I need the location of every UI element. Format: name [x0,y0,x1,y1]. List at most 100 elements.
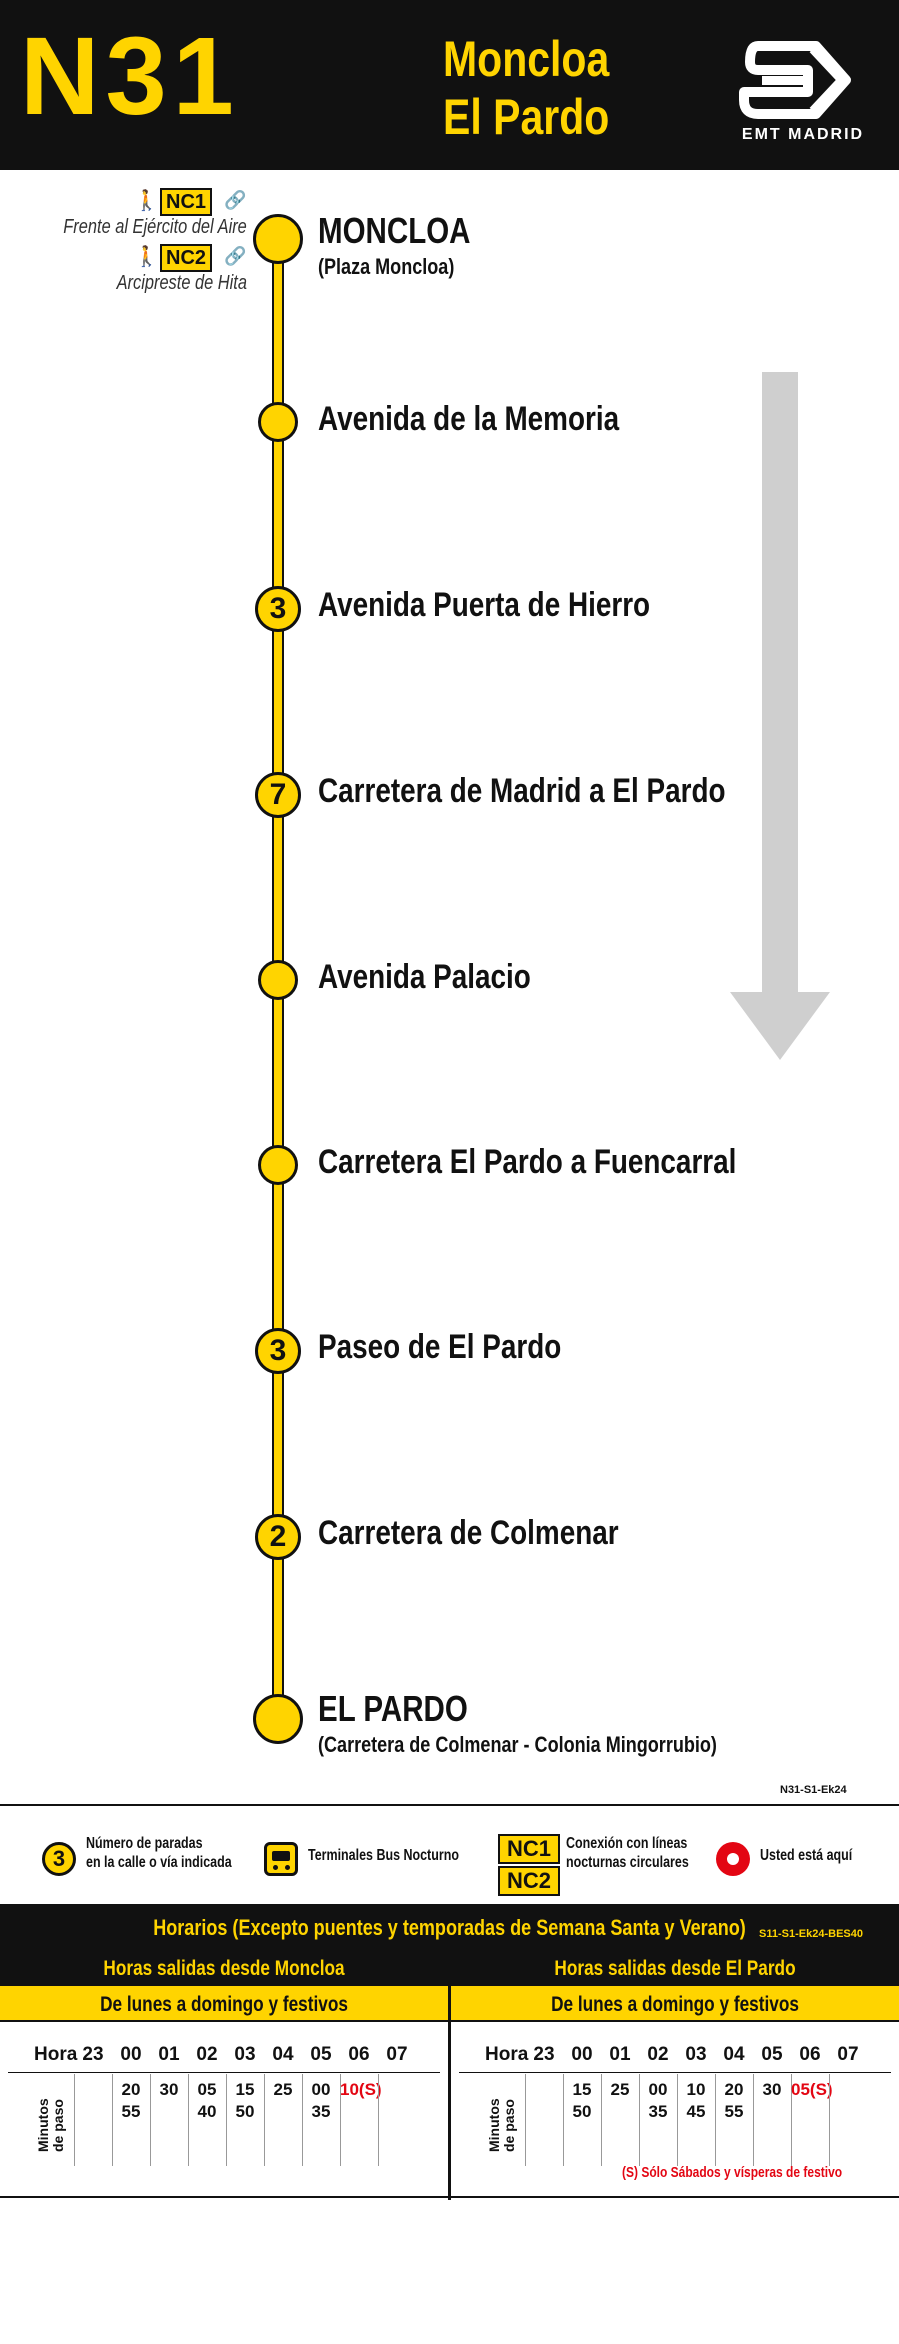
stop-count-legend-icon: 3 [42,1842,76,1876]
hour-label: Hora [485,2044,529,2065]
hour-cell: 05 [761,2044,783,2065]
emt-logo: EMT MADRID [738,36,868,146]
stop-item: Avenida Palacio [0,958,899,1020]
hour-cell: 02 [196,2044,218,2065]
left-days-text: De lunes a domingo y festivos [100,1993,348,2016]
timetable-bottom-border [0,2196,899,2198]
hour-cell: 01 [158,2044,180,2065]
route-endpoints: Moncloa El Pardo [443,30,609,146]
column-rule [188,2074,189,2166]
stop-name: Carretera de Colmenar [318,1514,619,1552]
timetable-divider [448,1950,451,2200]
left-days: De lunes a domingo y festivos [0,1986,448,2022]
right-days-text: De lunes a domingo y festivos [551,1993,799,2016]
left-heading: Horas salidas desde Moncloa [0,1950,448,1986]
route-header: N31 Moncloa El Pardo EMT MADRID [0,0,899,170]
hour-label: Hora [34,2044,78,2065]
bus-terminal-icon [264,1842,298,1876]
stop-name: Carretera El Pardo a Fuencarral [318,1143,737,1181]
hour-cell: 07 [386,2044,408,2065]
minute-cell: 20 [724,2080,744,2099]
minute-cell: 30 [762,2080,782,2099]
minute-cell: 55 [121,2102,141,2121]
stop-subtitle: (Carretera de Colmenar - Colonia Mingorr… [318,1732,717,1757]
right-days: De lunes a domingo y festivos [451,1986,899,2022]
saturday-note: (S) Sólo Sábados y vísperas de festivo [622,2164,843,2181]
stop-item: EL PARDO (Carretera de Colmenar - Coloni… [0,1688,899,1757]
legend-text: nocturnas circulares [566,1854,689,1871]
stop-name: MONCLOA [318,210,471,251]
hour-cell: 06 [348,2044,370,2065]
legend-stops-text: Número de paradas en la calle o vía indi… [86,1834,232,1872]
connection-badge-nc2: NC2 [160,244,213,272]
link-icon: 🔗 [224,246,247,266]
walking-icon: 🚶 [134,246,159,268]
minute-cell: 10(S) [340,2080,382,2099]
hour-cell: 03 [685,2044,707,2065]
minute-cell: 35 [311,2102,331,2121]
minute-cell: 55 [724,2102,744,2121]
hour-cell: 00 [571,2044,593,2065]
minute-cell: 10 [686,2080,706,2099]
hour-cell: 06 [799,2044,821,2065]
stop-name: Carretera de Madrid a El Pardo [318,772,726,810]
stop-count-badge: 2 [255,1514,301,1560]
column-rule [791,2074,792,2166]
legend-terminals-text: Terminales Bus Nocturno [308,1847,459,1864]
connection-badge-nc1: NC1 [160,188,213,216]
left-heading-text: Horas salidas desde Moncloa [103,1957,345,1980]
column-rule [601,2074,602,2166]
route-number: N31 [20,15,240,138]
minute-cell: 35 [648,2102,668,2121]
terminal-dot [253,1694,303,1744]
legend-text: Número de paradas [86,1835,203,1852]
hour-cell: 04 [723,2044,745,2065]
legend-badges: NC1 NC2 [498,1834,560,1898]
minute-cell: 30 [159,2080,179,2099]
stop-name: Paseo de El Pardo [318,1328,562,1366]
you-are-here-icon [716,1842,750,1876]
legend-badge-nc2: NC2 [498,1866,560,1896]
legend: 3 Número de paradas en la calle o vía in… [0,1804,899,1900]
minute-cell: 45 [686,2102,706,2121]
header-rule [459,2072,891,2073]
stop-item: 2 Carretera de Colmenar [0,1514,899,1574]
hour-cell: 23 [82,2044,104,2065]
minute-cell: 05(S) [791,2080,833,2099]
right-heading-text: Horas salidas desde El Pardo [554,1957,796,1980]
column-rule [639,2074,640,2166]
column-rule [302,2074,303,2166]
minute-cell: 00 [311,2080,331,2099]
minute-cell: 15 [235,2080,255,2099]
column-rule [563,2074,564,2166]
legend-badge-nc1: NC1 [498,1834,560,1864]
legend-here-text: Usted está aquí [760,1847,853,1864]
hour-cell: 02 [647,2044,669,2065]
stop-name: Avenida de la Memoria [318,400,620,438]
column-rule [112,2074,113,2166]
hour-cell: 01 [609,2044,631,2065]
brand-name: EMT MADRID [741,126,865,143]
connection-place: Frente al Ejército del Aire [63,216,247,238]
route-origin: Moncloa [443,31,610,87]
diagram-code: N31-S1-Ek24 [780,1784,847,1796]
column-rule [74,2074,75,2166]
column-rule [753,2074,754,2166]
column-rule [150,2074,151,2166]
stop-dot [258,960,298,1000]
stop-item: 7 Carretera de Madrid a El Pardo [0,772,899,832]
timetable-title: Horarios (Excepto puentes y temporadas d… [0,1904,899,1950]
hour-cell: 23 [533,2044,555,2065]
emt-logo-icon [739,41,851,119]
stop-dot [258,402,298,442]
connection-place: Arcipreste de Hita [116,272,247,294]
stop-item: Avenida de la Memoria [0,400,899,462]
stop-name: Avenida Puerta de Hierro [318,586,651,624]
terminal-dot [253,214,303,264]
column-rule [525,2074,526,2166]
stop-count-badge: 3 [255,1328,301,1374]
minute-cell: 25 [610,2080,630,2099]
